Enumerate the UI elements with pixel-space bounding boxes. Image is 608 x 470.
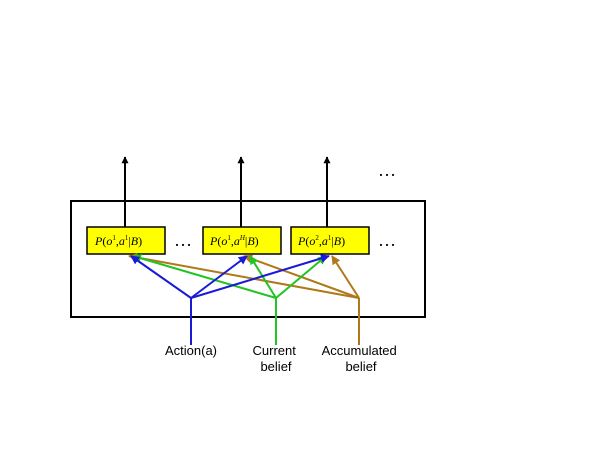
- prob-box-2: P(o1,aH|B): [202, 226, 282, 255]
- svg-text:P(o1,aH|B): P(o1,aH|B): [209, 234, 259, 248]
- ellipsis-between-2: …: [378, 230, 396, 250]
- current-belief-label: Current belief: [253, 343, 300, 374]
- accumulated-belief-label: Accumulated belief: [322, 343, 401, 374]
- svg-text:P(o2,a1|B): P(o2,a1|B): [297, 234, 345, 248]
- action-connections: [130, 254, 330, 345]
- prob-box-3: P(o2,a1|B): [290, 226, 370, 255]
- accumulated-belief-connections: [128, 253, 360, 345]
- outer-frame: [70, 200, 426, 318]
- prob-box-1: P(o1,a1|B): [86, 226, 166, 255]
- ellipsis-between-1: …: [174, 230, 192, 250]
- ellipsis-top: …: [378, 160, 396, 180]
- action-label: Action(a): [165, 343, 217, 358]
- svg-text:P(o1,a1|B): P(o1,a1|B): [94, 234, 142, 248]
